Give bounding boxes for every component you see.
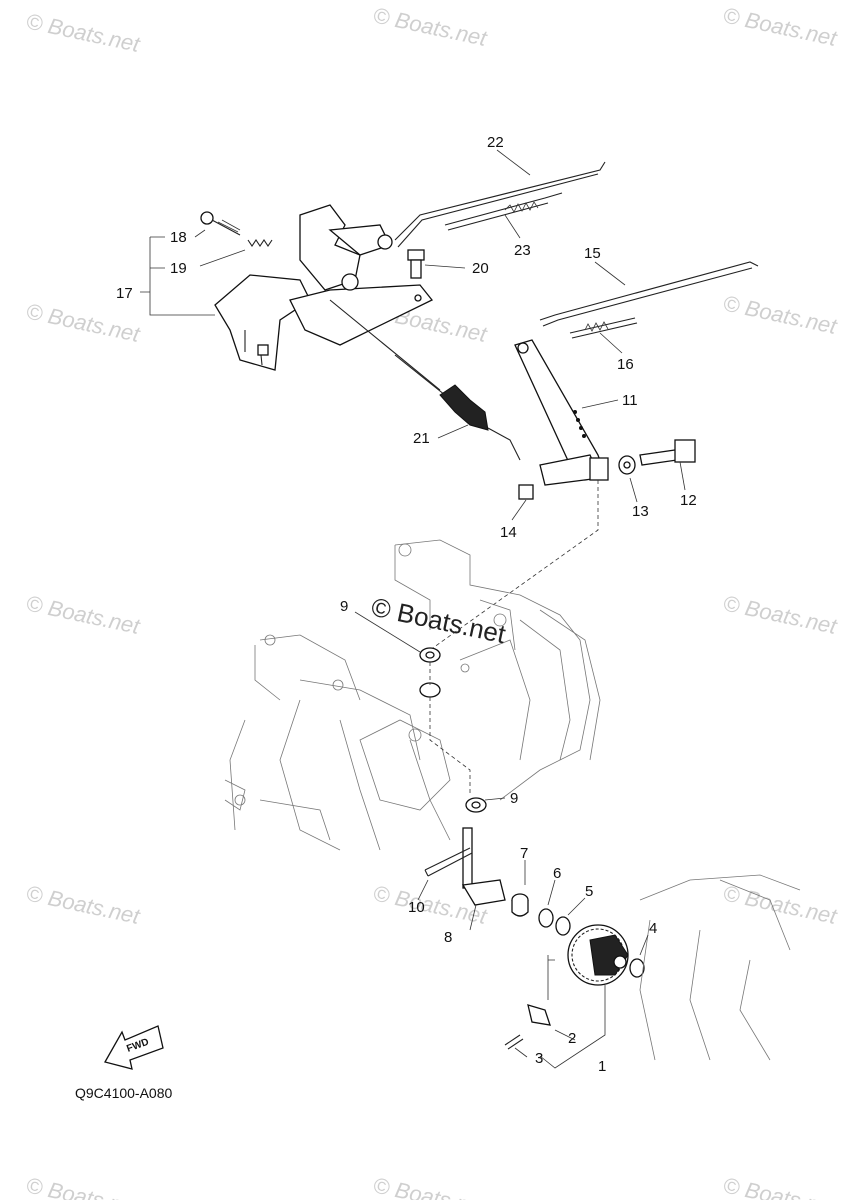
watermark: © Boats.net <box>24 1172 143 1200</box>
crankcase <box>639 874 801 1061</box>
callout-5: 5 <box>585 883 593 900</box>
callouts: 22 18 23 15 19 20 17 16 11 21 13 12 14 9… <box>116 134 697 1075</box>
callout-3: 3 <box>535 1050 543 1067</box>
callout-6: 6 <box>553 865 561 882</box>
callout-22: 22 <box>487 134 504 151</box>
fwd-arrow-icon: FWD <box>104 1025 164 1070</box>
callout-2: 2 <box>568 1030 576 1047</box>
callout-19: 19 <box>170 260 187 277</box>
watermark: © Boats.net <box>24 880 143 929</box>
callout-16: 16 <box>617 356 634 373</box>
bolt-18 <box>200 211 241 236</box>
callout-4: 4 <box>649 920 657 937</box>
pin-3 <box>504 1034 524 1050</box>
washer-4 <box>629 958 645 978</box>
governor-shaft-8 <box>461 827 506 906</box>
callout-12: 12 <box>680 492 697 509</box>
watermarks: © Boats.net © Boats.net © Boats.net © Bo… <box>24 2 840 1200</box>
watermark: © Boats.net <box>721 290 840 339</box>
weight-2 <box>527 1004 551 1026</box>
callout-9-upper: 9 <box>340 598 348 615</box>
spring-19 <box>247 239 273 247</box>
lever-shaft-line <box>429 480 599 651</box>
callout-13: 13 <box>632 503 649 520</box>
washer-6 <box>538 908 554 928</box>
bolt-12 <box>639 439 696 466</box>
bolt-20 <box>407 249 425 279</box>
collar-7 <box>511 893 529 917</box>
callout-23: 23 <box>514 242 531 259</box>
callout-1: 1 <box>598 1058 606 1075</box>
cables-lower <box>539 261 759 339</box>
cables-upper <box>394 161 606 248</box>
callout-14: 14 <box>500 524 517 541</box>
watermark: © Boats.net <box>371 2 490 51</box>
center-watermark: © Boats.net <box>369 592 509 650</box>
callout-7: 7 <box>520 845 528 862</box>
callout-8: 8 <box>444 929 452 946</box>
watermark: © Boats.net <box>24 298 143 347</box>
watermark: © Boats.net <box>721 590 840 639</box>
watermark: © Boats.net <box>24 8 143 57</box>
callout-10: 10 <box>408 899 425 916</box>
callout-21: 21 <box>413 430 430 447</box>
callout-17: 17 <box>116 285 133 302</box>
spring-21 <box>329 299 521 461</box>
throttle-bracket <box>214 204 434 371</box>
nut-14 <box>518 484 534 500</box>
engine-block <box>224 539 601 851</box>
throttle-lever-11 <box>514 339 609 486</box>
governor-gear-1 <box>567 924 629 986</box>
callout-11: 11 <box>622 392 638 409</box>
callout-9-lower: 9 <box>510 790 518 807</box>
watermark: © Boats.net <box>24 590 143 639</box>
callout-18: 18 <box>170 229 187 246</box>
watermark: © Boats.net <box>721 2 840 51</box>
watermark: © Boats.net <box>371 1172 490 1200</box>
callout-20: 20 <box>472 260 489 277</box>
watermark: © Boats.net <box>721 1172 840 1200</box>
callout-15: 15 <box>584 245 601 262</box>
washer-5 <box>555 916 571 936</box>
pin-10 <box>424 847 473 877</box>
leader-lines <box>140 149 686 1069</box>
diagram-code: Q9C4100-A080 <box>75 1085 173 1101</box>
